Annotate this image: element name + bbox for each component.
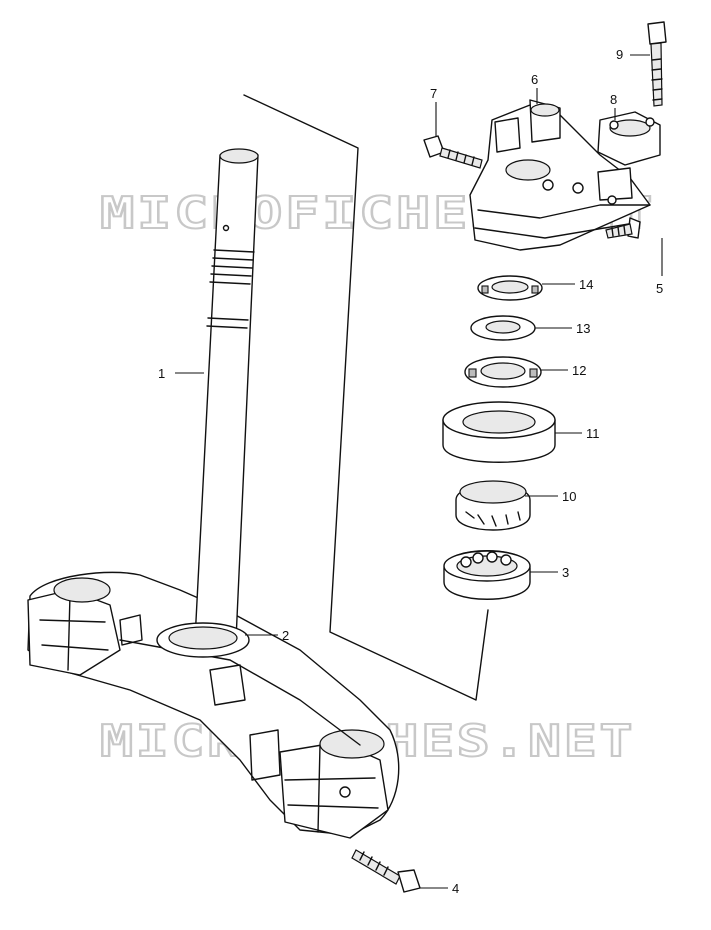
adjusting-nut: [464, 356, 542, 388]
screw-5: [605, 217, 641, 239]
bolt-7: [423, 135, 483, 169]
callout-11: 11: [586, 426, 600, 441]
callout-7: 7: [430, 86, 437, 101]
handlebar-holder: [597, 111, 661, 166]
dust-seal: [156, 622, 250, 658]
callout-1: 1: [158, 366, 165, 381]
upper-bracket: [469, 99, 651, 251]
bolt-9: [647, 21, 667, 107]
callout-6: 6: [531, 72, 538, 87]
callout-9: 9: [616, 47, 623, 62]
bearing-cover: [442, 401, 556, 463]
callout-3: 3: [562, 565, 569, 580]
callout-13: 13: [576, 321, 590, 336]
callout-12: 12: [572, 363, 586, 378]
washer: [470, 315, 536, 341]
lock-nut: [477, 275, 543, 301]
assembly-outline: [243, 94, 489, 701]
callout-5: 5: [656, 281, 663, 296]
upper-bearing: [455, 480, 531, 531]
callout-10: 10: [562, 489, 576, 504]
steering-stem-lower-bracket: [27, 148, 400, 839]
callouts: 1 2 3 4 5 6 7 8 9 10 11 12 13 14: [158, 47, 663, 896]
callout-2: 2: [282, 628, 289, 643]
bolt-4: [351, 849, 421, 893]
lower-bearing: [443, 550, 531, 600]
callout-4: 4: [452, 881, 459, 896]
callout-14: 14: [579, 277, 593, 292]
callout-8: 8: [610, 92, 617, 107]
